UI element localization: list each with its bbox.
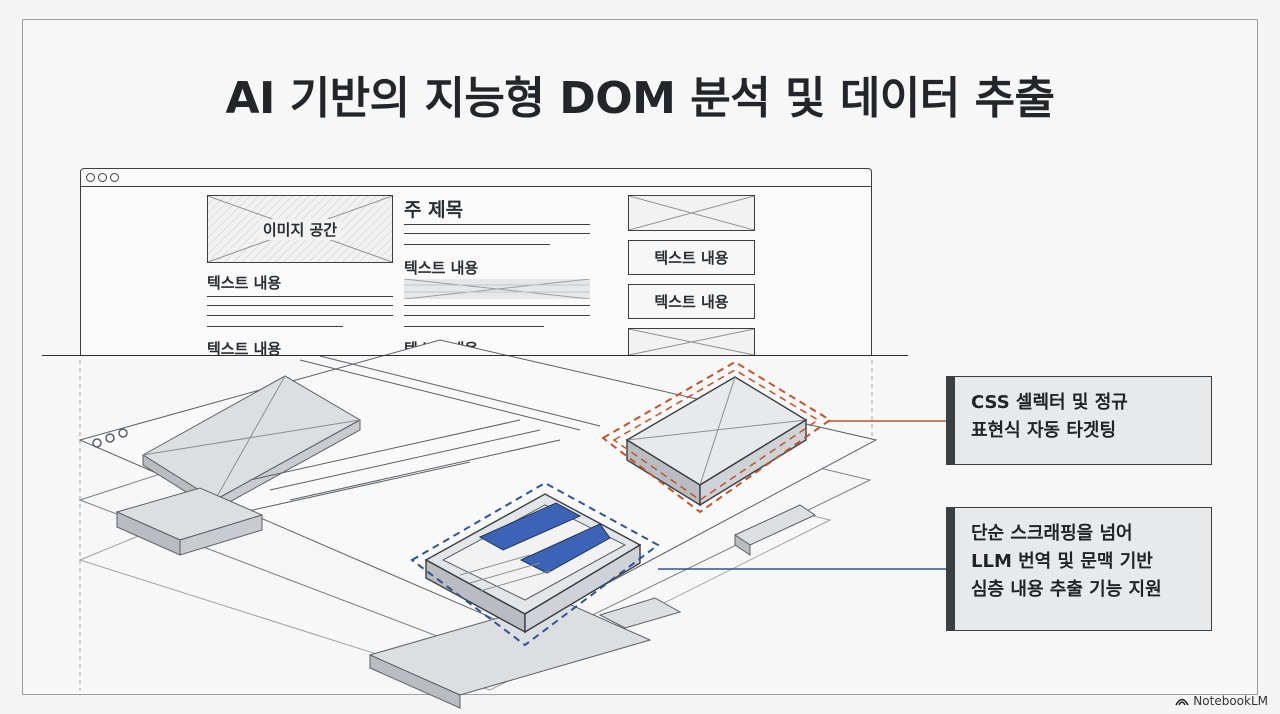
hatched-text-block xyxy=(404,279,590,299)
sidebar-text-label: 텍스트 내용 xyxy=(654,249,729,267)
sidebar-text-label: 텍스트 내용 xyxy=(654,293,729,311)
callout-line: 표현식 자동 타겟팅 xyxy=(971,420,1117,441)
main-heading: 주 제목 xyxy=(404,199,464,221)
brand-label: NotebookLM xyxy=(1193,694,1268,708)
text-line xyxy=(207,315,393,316)
page-title: AI 기반의 지능형 DOM 분석 및 데이터 추출 xyxy=(225,73,1055,124)
brand-watermark: NotebookLM xyxy=(1175,694,1268,708)
callout-line: 단순 스크래핑을 넘어 xyxy=(971,523,1133,544)
text-line xyxy=(207,326,343,327)
image-placeholder-label: 이미지 공간 xyxy=(258,218,342,240)
text-line xyxy=(404,224,590,225)
callout-line: CSS 셀렉터 및 정규 xyxy=(971,392,1128,413)
browser-toolbar-divider xyxy=(80,186,872,187)
text-label: 텍스트 내용 xyxy=(207,340,282,358)
sidebar-placeholder xyxy=(628,328,755,355)
image-placeholder: 이미지 공간 xyxy=(207,195,393,263)
text-line xyxy=(404,315,590,316)
sidebar-placeholder xyxy=(628,195,755,231)
sidebar-text-box: 텍스트 내용 xyxy=(628,240,755,275)
callout-llm-extraction: 단순 스크래핑을 넘어 LLM 번역 및 문맥 기반 심층 내용 추출 기능 지… xyxy=(946,507,1212,631)
text-line xyxy=(404,244,550,245)
section-divider xyxy=(42,355,908,356)
text-line xyxy=(207,296,393,297)
window-dot-icon xyxy=(86,173,95,182)
text-line xyxy=(404,305,590,306)
notebooklm-logo-icon xyxy=(1175,698,1189,706)
sidebar-text-box: 텍스트 내용 xyxy=(628,284,755,319)
text-label: 텍스트 내용 xyxy=(207,274,282,292)
text-line xyxy=(404,326,544,327)
window-dot-icon xyxy=(110,173,119,182)
callout-selector: CSS 셀렉터 및 정규 표현식 자동 타겟팅 xyxy=(946,376,1212,465)
callout-line: LLM 번역 및 문맥 기반 xyxy=(971,551,1153,572)
callout-line: 심층 내용 추출 기능 지원 xyxy=(971,579,1162,600)
text-line xyxy=(207,305,393,306)
window-dot-icon xyxy=(98,173,107,182)
text-line xyxy=(404,233,590,234)
text-label: 텍스트 내용 xyxy=(404,259,479,277)
